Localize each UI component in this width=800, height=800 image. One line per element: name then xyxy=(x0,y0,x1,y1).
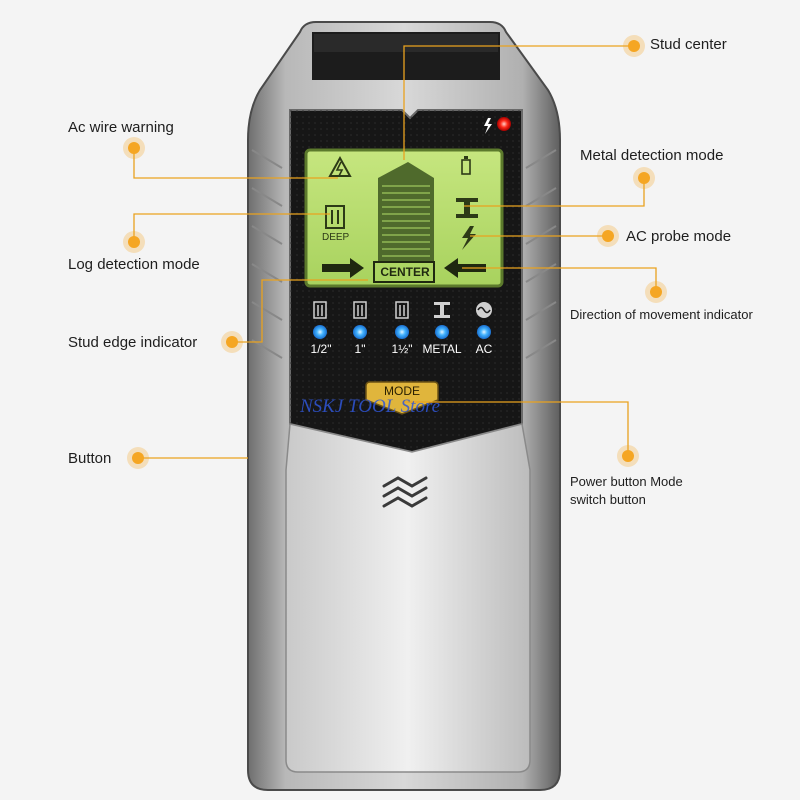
ac-wire-warning-label: Ac wire warning xyxy=(68,119,174,136)
indicator-leds xyxy=(313,325,491,339)
stud-edge-label: Stud edge indicator xyxy=(68,334,198,351)
button-dot xyxy=(132,452,144,464)
ac-wire-warning-dot xyxy=(128,142,140,154)
ac-warning-icon xyxy=(328,155,352,177)
ac-probe-dot xyxy=(602,230,614,242)
stud-center-label: Stud center xyxy=(650,36,727,53)
metal-icon-row xyxy=(434,302,450,318)
power-button-dot xyxy=(622,450,634,462)
ac-lightning-icon xyxy=(462,226,476,250)
power-button-label-line1: Power button Mode xyxy=(570,474,683,489)
mode-icons-row xyxy=(313,301,409,319)
direction-indicator-dot xyxy=(650,286,662,298)
metal-detection-dot xyxy=(638,172,650,184)
callout-lines xyxy=(133,45,657,459)
scale-label-ac: AC xyxy=(475,342,493,356)
speaker-grille xyxy=(382,476,428,508)
store-watermark: NSKJ TOOL Store xyxy=(300,396,441,417)
power-button-label-line2: switch button xyxy=(570,492,646,507)
ac-wave-icon xyxy=(476,302,492,318)
scale-label-metal: METAL xyxy=(422,342,462,356)
power-led xyxy=(497,117,511,131)
stud-center-dot xyxy=(628,40,640,52)
mode-button[interactable] xyxy=(365,381,439,415)
side-grips xyxy=(251,149,557,359)
battery-icon xyxy=(461,156,471,175)
metal-icon xyxy=(456,198,478,218)
lcd-center-label: CENTER xyxy=(380,265,430,279)
log-detection-dot xyxy=(128,236,140,248)
direction-indicator-label: Direction of movement indicator xyxy=(570,307,753,322)
scale-label-one-half-inch: 1½" xyxy=(391,342,413,356)
center-box xyxy=(373,261,435,283)
scale-label-half-inch: 1/2" xyxy=(310,342,332,356)
metal-detection-label: Metal detection mode xyxy=(580,147,724,164)
button-label: Button xyxy=(68,450,112,467)
lcd-deep-label: DEEP xyxy=(322,232,350,243)
power-bolt-icon xyxy=(484,118,492,134)
mode-button-label: MODE xyxy=(384,384,420,398)
scale-label-one-inch: 1" xyxy=(354,342,366,356)
log-icon xyxy=(325,205,345,229)
log-detection-label: Log detection mode xyxy=(68,256,200,273)
stud-edge-dot xyxy=(226,336,238,348)
ac-probe-label: AC probe mode xyxy=(626,228,732,245)
lower-housing xyxy=(285,423,531,773)
stud-bar-graph xyxy=(378,162,434,262)
